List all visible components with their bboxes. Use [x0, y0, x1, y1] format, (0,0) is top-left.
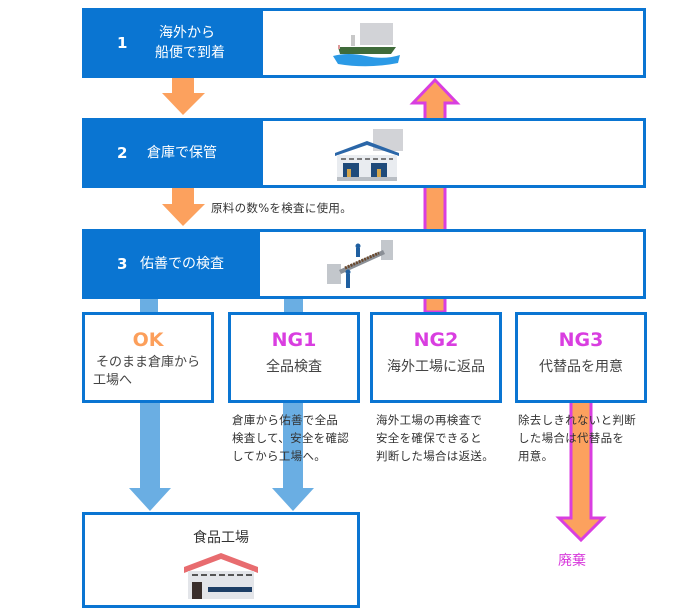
outcome-ng1-code: NG1 — [271, 329, 317, 351]
step-1-text-line1: 海外から — [159, 25, 215, 41]
food-factory-title: 食品工場 — [193, 530, 249, 546]
dispose-label: 廃棄 — [558, 553, 586, 569]
step-3-text: 佑善での検査 — [140, 256, 224, 272]
outcome-ng1-box: NG1 全品検査 — [228, 312, 360, 403]
ng1-note: 倉庫から佑善で全品 検査して、安全を確認 してから工場へ。 — [232, 413, 350, 463]
step-3-label: 3 佑善での検査 — [85, 232, 260, 296]
factory-building-icon — [184, 553, 258, 599]
outcome-ng3-desc: 代替品を用意 — [539, 359, 623, 375]
step-3-number: 3 — [117, 255, 128, 273]
outcome-ok-desc-line2: 工場へ — [93, 373, 133, 388]
step-2-box: 2 倉庫で保管 — [82, 118, 646, 188]
ng1-to-factory-arrow — [272, 400, 314, 511]
ng2-note: 海外工場の再検査で 安全を確保できると 判断した場合は返送。 — [376, 413, 494, 463]
step-2-label: 2 倉庫で保管 — [85, 121, 263, 185]
inspection-line-icon — [327, 240, 393, 288]
step2-to-step3-arrow — [162, 187, 205, 226]
outcome-ok-box: OK そのまま倉庫から 工場へ — [82, 312, 214, 403]
step-1-number: 1 — [117, 34, 128, 52]
outcome-ok-desc-line1: そのまま倉庫から — [95, 355, 200, 370]
outcome-ng2-box: NG2 海外工場に返品 — [370, 312, 502, 403]
step1-to-step2-arrow — [162, 77, 205, 115]
step-1-label: 1 海外から 船便で到着 — [85, 11, 263, 75]
outcome-ng3-code: NG3 — [558, 329, 604, 351]
step-1-text-line2: 船便で到着 — [155, 45, 225, 61]
step-2-text: 倉庫で保管 — [147, 145, 217, 161]
outcome-ng1-desc: 全品検査 — [266, 359, 322, 375]
outcome-ng3-box: NG3 代替品を用意 — [515, 312, 647, 403]
food-factory-box: 食品工場 — [82, 512, 360, 608]
ok-to-factory-arrow — [129, 400, 171, 511]
sampling-note: 原料の数%を検査に使用。 — [211, 201, 353, 215]
ng3-note: 除去しきれないと判断 した場合は代替品を 用意。 — [518, 413, 636, 463]
ng1-connector — [284, 296, 303, 314]
step-1-box: 1 海外から 船便で到着 — [82, 8, 646, 78]
outcome-ng2-desc: 海外工場に返品 — [387, 359, 485, 375]
step-3-box: 3 佑善での検査 — [82, 229, 646, 299]
ng3-dispose-arrow — [555, 399, 607, 543]
ok-connector — [140, 296, 158, 314]
outcome-ng2-code: NG2 — [413, 329, 459, 351]
step-2-number: 2 — [117, 144, 128, 162]
outcome-ok-code: OK — [132, 329, 164, 351]
warehouse-icon — [335, 129, 403, 181]
cargo-ship-icon — [333, 23, 400, 67]
